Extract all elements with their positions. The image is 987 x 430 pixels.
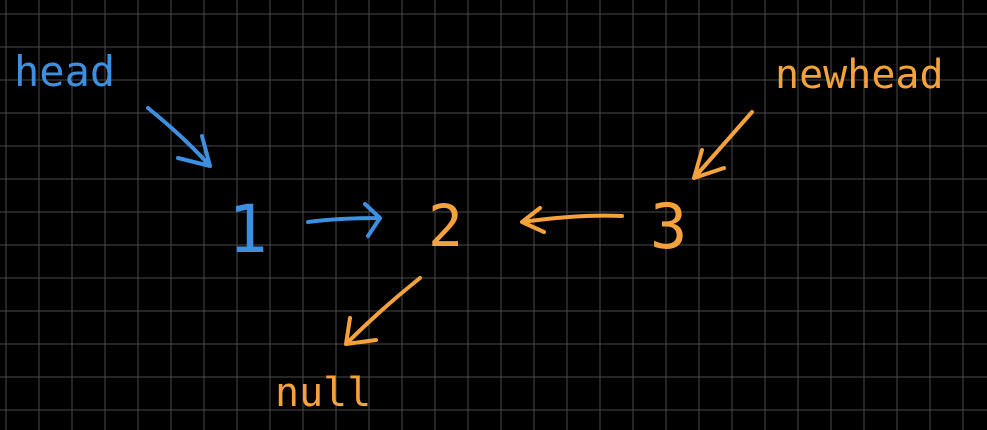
node-3-to-node-2-arrow	[520, 206, 624, 234]
node-2: 2	[428, 192, 463, 260]
node-1-to-node-2-arrow	[306, 202, 382, 238]
null-label: null	[275, 370, 371, 416]
newhead-label: newhead	[775, 52, 944, 98]
arrow-icon	[692, 110, 754, 180]
arrow-icon	[520, 206, 624, 234]
arrow-icon	[146, 106, 212, 168]
node-2-to-null-arrow	[344, 276, 422, 346]
newhead-to-node-3-arrow	[692, 110, 754, 180]
arrow-icon	[344, 276, 422, 346]
node-1: 1	[228, 191, 268, 268]
arrow-icon	[306, 202, 382, 238]
head-to-node-1-arrow	[146, 106, 212, 168]
head-label: head	[14, 47, 115, 96]
node-3: 3	[650, 190, 687, 263]
